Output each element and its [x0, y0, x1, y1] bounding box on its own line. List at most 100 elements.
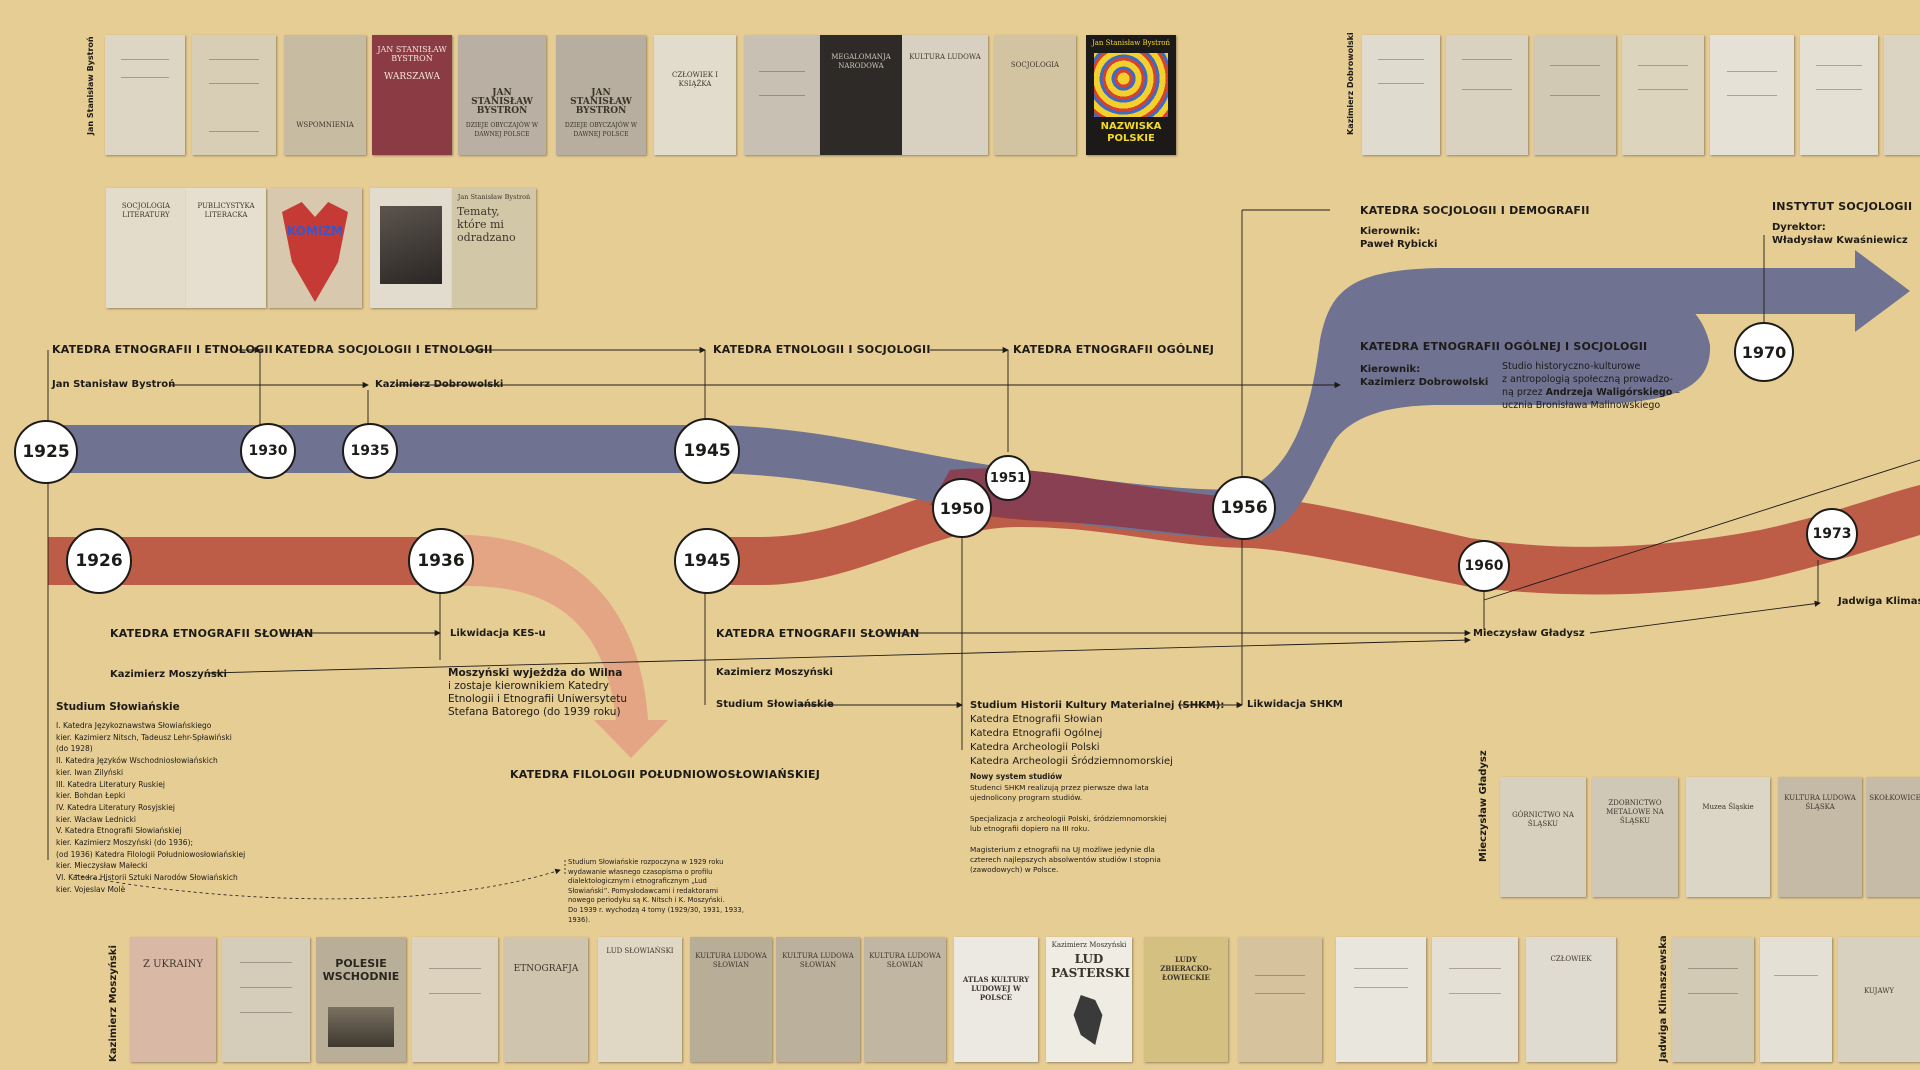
book-cover [1534, 35, 1616, 155]
shkm-item-3: Katedra Archeologii Polski [970, 742, 1100, 753]
studio-line-3: ną przez Andrzeja Waligórskiego – [1502, 386, 1680, 399]
side-name-dobrowolski: Kazimierz Dobrowolski [1346, 32, 1355, 135]
lud-note-line: Do 1939 r. wychodzą 4 tomy (1929/30, 193… [568, 905, 744, 914]
komizm-shape [282, 202, 348, 302]
book-title-warszawa-author: JAN STANISŁAW BYSTROŃ [377, 44, 447, 63]
new-system-line: czterech najlepszych absolwentów studiów… [970, 855, 1161, 865]
book-title-dzieje-2: DZIEJE OBYCZAJÓW W DAWNEJ POLSCE [564, 122, 638, 139]
studium-line: kier. Mieczysław Małecki [56, 861, 148, 871]
book-cover [744, 35, 820, 155]
studio-line-3a: ną przez [1502, 387, 1546, 398]
label-katedra-etnografii-etnologii: KATEDRA ETNOGRAFII I ETNOLOGII [52, 343, 273, 356]
lud-note-line: wydawanie własnego czasopisma o profilu [568, 867, 713, 876]
wilno-note: Moszyński wyjeżdża do Wilna i zostaje ki… [448, 667, 627, 719]
book-title-warszawa: WARSZAWA [384, 72, 440, 83]
book-cover-komizm: KOMIZM [268, 188, 362, 308]
book-cover-czlowiek-2: CZŁOWIEK [1526, 937, 1616, 1062]
book-title-lud-pasterski: LUD PASTERSKI [1051, 952, 1131, 980]
peach-stream-arrowhead [594, 720, 668, 758]
studio-line-4: ucznia Bronisława Malinowskiego [1502, 400, 1661, 411]
year-1970: 1970 [1734, 322, 1794, 382]
year-1925: 1925 [14, 420, 78, 484]
wilno-line-3: Etnologii i Etnografii Uniwersytetu [448, 693, 628, 705]
book-title-kujawy: KUJAWY [1863, 987, 1895, 995]
lud-note-line: 1936). [568, 915, 591, 924]
studium-line: II. Katedra Języków Wschodniosłowiańskic… [56, 756, 218, 766]
book-title-z-ukrainy: Z UKRAINY [142, 958, 204, 970]
studio-line-3b: Andrzeja Waligórskiego [1545, 387, 1673, 398]
label-likwidacja-kes: Likwidacja KES-u [450, 628, 546, 639]
studium-line: III. Katedra Literatury Ruskiej [56, 779, 165, 789]
year-1930: 1930 [240, 423, 296, 479]
peach-stream [425, 535, 648, 720]
book-title-skolkowice: SKOŁKOWICE [1869, 793, 1920, 802]
book-title-czlowiek-2: CZŁOWIEK [1550, 954, 1592, 963]
studium-line: (od 1936) Katedra Filologii Południowosł… [56, 849, 246, 859]
studio-line-2: z antropologią społeczną prowadzo- [1502, 374, 1673, 385]
side-name-klimaszewska: Jadwiga Klimaszewska [1658, 935, 1669, 1062]
book-title-lud-slowianski: LUD SŁOWIAŃSKI [606, 947, 674, 955]
label-katedra-etnografii-slowian-2: KATEDRA ETNOGRAFII SŁOWIAN [716, 627, 920, 640]
book-cover [1800, 35, 1878, 155]
book-cover [1446, 35, 1528, 155]
lud-pasterski-map [1073, 995, 1103, 1045]
lud-note-line: Słowiański”. Pomysłodawcami i redaktoram… [568, 886, 719, 895]
book-title-kultura-slowian-3: KULTURA LUDOWA SŁOWIAN [869, 952, 941, 969]
studium-line: V. Katedra Etnografii Słowiańskiej [56, 826, 182, 836]
label-studium-slowianskie-2: Studium Słowiańskie [716, 699, 834, 710]
book-cover [1432, 937, 1518, 1062]
book-cover-czlowiek-ksiazka: CZŁOWIEK I KSIĄŻKA [654, 35, 736, 155]
label-moszynski-1: Kazimierz Moszyński [110, 669, 227, 680]
label-katedra-socjologii-etnologii: KATEDRA SOCJOLOGII I ETNOLOGII [275, 343, 493, 356]
label-klimaszewska-cut: Jadwiga Klimasze [1838, 596, 1920, 607]
book-title-ludy: LUDY ZBIERACKO-ŁOWIECKIE [1160, 954, 1212, 982]
new-system-line [970, 804, 1167, 814]
studio-note: Studio historyczno-kulturowe z antropolo… [1502, 360, 1680, 412]
book-cover-dzieje-2: JAN STANISŁAW BYSTROŃ DZIEJE OBYCZAJÓW W… [556, 35, 646, 155]
label-likwidacja-shkm: Likwidacja SHKM [1247, 699, 1343, 710]
book-cover-socjologia-literatury: SOCJOLOGIA LITERATURY [106, 188, 186, 308]
book-cover [222, 937, 310, 1062]
book-cover [192, 35, 276, 155]
book-title-dzieje-1-author: JAN STANISŁAW BYSTROŃ [471, 88, 533, 116]
book-cover-portrait [370, 188, 452, 308]
label-katedra-etnografii-ogolnej: KATEDRA ETNOGRAFII OGÓLNEJ [1013, 343, 1215, 356]
studium-line: kier. Bohdan Łepki [56, 791, 126, 801]
shkm-block: Studium Historii Kultury Materialnej (SH… [970, 699, 1224, 769]
shkm-title: Studium Historii Kultury Materialnej (SH… [970, 700, 1225, 711]
lud-note-line: nowego periodyku są K. Nitsch i K. Moszy… [568, 896, 725, 905]
studium-line: kier. Kazimierz Nitsch, Tadeusz Lehr-Spł… [56, 732, 232, 742]
blue-stream-upper-branch [1245, 268, 1860, 520]
wilno-line-4: Stefana Batorego (do 1939 roku) [448, 706, 621, 718]
label-gladysz: Mieczysław Gładysz [1473, 628, 1585, 639]
book-cover-kultura-ludowa: KULTURA LUDOWA [902, 35, 988, 155]
blue-stream [48, 277, 1711, 540]
book-title-zdobnictwo: ZDOBNICTWO METALOWE NA ŚLĄSKU [1606, 798, 1664, 825]
book-title-czlowiek-ksiazka: CZŁOWIEK I KSIĄŻKA [672, 71, 718, 88]
book-title-muzea: Muzea Śląskie [1702, 803, 1754, 812]
book-title-socjologia-literatury: SOCJOLOGIA LITERATURY [121, 202, 171, 220]
studio-line-1: Studio historyczno-kulturowe [1502, 361, 1641, 372]
nazwiska-pattern [1094, 53, 1168, 117]
lud-note-line: Studium Słowiańskie rozpoczyna w 1929 ro… [568, 858, 724, 866]
red-stream-early [48, 537, 440, 585]
blue-stream-arrowhead [1855, 250, 1910, 332]
book-cover-muzea: Muzea Śląskie [1686, 777, 1770, 897]
year-1956: 1956 [1212, 476, 1276, 540]
book-title-dzieje-1: DZIEJE OBYCZAJÓW W DAWNEJ POLSCE [465, 122, 539, 139]
new-system-line [970, 834, 1167, 844]
label-katedra-etnografii-slowian-1: KATEDRA ETNOGRAFII SŁOWIAN [110, 627, 314, 640]
book-title-publicystyka: PUBLICYSTYKA LITERACKA [197, 202, 255, 220]
book-cover [412, 937, 498, 1062]
book-title-komizm: KOMIZM [286, 224, 343, 238]
year-1935: 1935 [342, 423, 398, 479]
book-cover-nazwiska: Jan Stanisław Bystroń NAZWISKA POLSKIE [1086, 35, 1176, 155]
book-cover [105, 35, 185, 155]
book-title-tematy-author: Jan Stanisław Bystroń [457, 192, 531, 201]
book-cover-skolkowice: SKOŁKOWICE [1866, 777, 1920, 897]
year-1950: 1950 [932, 478, 992, 538]
new-system-title: Nowy system studiów [970, 772, 1063, 781]
studio-line-3c: – [1672, 387, 1681, 398]
studium-line: kier. Wacław Lednicki [56, 814, 136, 824]
